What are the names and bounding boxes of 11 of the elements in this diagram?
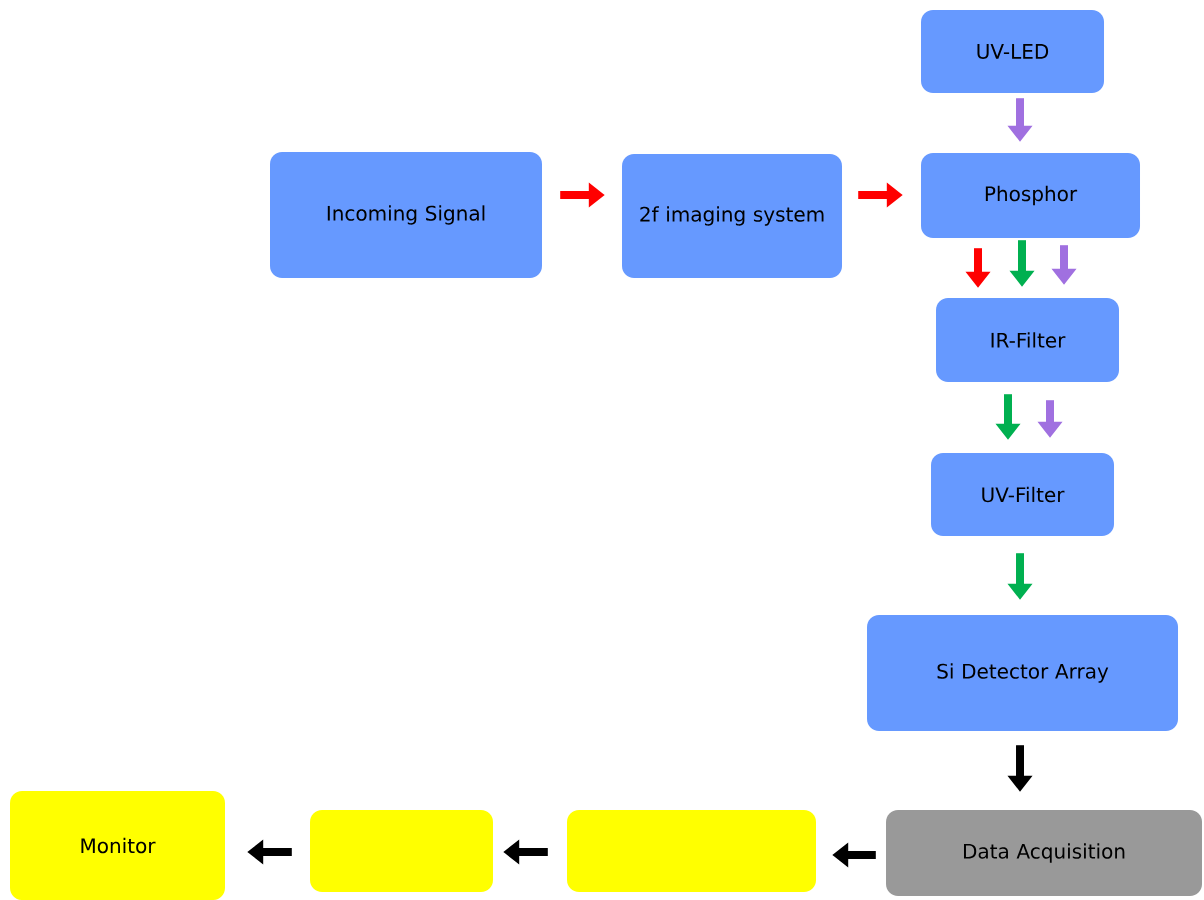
- process-box: Phosphor: [921, 153, 1140, 238]
- process-box: Si Detector Array: [867, 615, 1178, 731]
- process-box: IR-Filter: [936, 298, 1119, 382]
- software-box: [567, 810, 816, 892]
- software-box: [310, 810, 493, 892]
- software-box: Monitor: [10, 791, 225, 900]
- process-box: 2f imaging system: [622, 154, 842, 278]
- process-box: Incoming Signal: [270, 152, 542, 278]
- acquisition-box: Data Acquisition: [886, 810, 1202, 896]
- process-box: UV-Filter: [931, 453, 1114, 536]
- process-box: UV-LED: [921, 10, 1104, 93]
